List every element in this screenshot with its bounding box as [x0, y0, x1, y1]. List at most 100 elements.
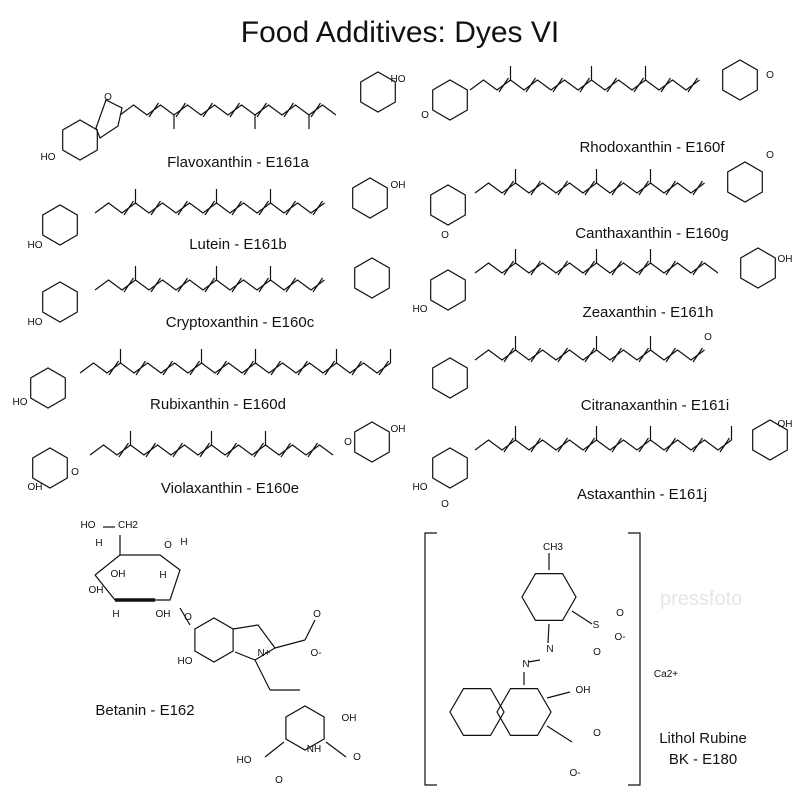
bond — [204, 200, 215, 216]
lithol-atom: N — [522, 659, 529, 670]
betanin-atom: HO — [81, 520, 96, 531]
atom-label: O — [441, 499, 449, 510]
betanin-atom: HO — [237, 755, 252, 766]
atom-label: O — [71, 467, 79, 478]
naphthalene-ring-2 — [496, 687, 552, 737]
ring — [62, 119, 98, 161]
bond — [310, 102, 321, 118]
bond — [177, 277, 188, 293]
ring — [740, 247, 776, 289]
lithol-atom: S — [593, 620, 600, 631]
bond — [231, 277, 242, 293]
bond — [324, 360, 335, 376]
rubixanthin-chain — [79, 362, 391, 374]
bond — [503, 437, 514, 453]
bond — [283, 102, 294, 118]
ring — [432, 79, 468, 121]
atom-label: O — [104, 92, 112, 103]
bond — [552, 77, 563, 93]
betanin-atom: O — [313, 609, 321, 620]
betanin-atom: OH — [342, 713, 357, 724]
bond — [687, 77, 698, 93]
bond — [280, 442, 291, 458]
label-betanin: Betanin - E162 — [95, 702, 194, 719]
atom-label: OH — [391, 424, 406, 435]
ring — [42, 204, 78, 246]
ring — [354, 421, 390, 463]
bond — [638, 260, 649, 276]
bond — [584, 260, 595, 276]
bond — [297, 360, 308, 376]
atom-label: OH — [778, 254, 793, 265]
betanin-atom: OH — [156, 609, 171, 620]
bond — [692, 260, 703, 276]
bond — [274, 639, 306, 649]
bond — [503, 260, 514, 276]
label-canthaxanthin: Canthaxanthin - E160g — [575, 225, 728, 242]
label-lutein: Lutein - E161b — [189, 236, 287, 253]
ring — [42, 281, 78, 323]
bond — [579, 77, 590, 93]
lithol-atom: Ca2+ — [654, 669, 678, 680]
atom-label: HO — [28, 240, 43, 251]
ring — [430, 184, 466, 226]
bond — [530, 260, 541, 276]
atom-label: O — [441, 230, 449, 241]
atom-label: HO — [413, 482, 428, 493]
ring — [432, 447, 468, 489]
lithol-atom: N — [546, 644, 553, 655]
bond — [118, 442, 129, 458]
bond — [530, 437, 541, 453]
bond — [557, 347, 568, 363]
bond — [692, 437, 703, 453]
ring — [727, 161, 763, 203]
betanin-atom: H — [159, 570, 166, 581]
bond — [256, 102, 267, 118]
bond — [304, 619, 316, 641]
flavoxanthin-chain — [119, 104, 337, 116]
page-title: Food Additives: Dyes VI — [241, 16, 560, 49]
bond — [665, 437, 676, 453]
bond — [175, 102, 186, 118]
bond — [145, 442, 156, 458]
label-lithol-rubine: Lithol Rubine — [659, 730, 747, 747]
bond — [606, 77, 617, 93]
bond — [307, 442, 318, 458]
bond — [378, 360, 389, 376]
betanin-atom: OH — [89, 585, 104, 596]
bond — [189, 360, 200, 376]
bond — [204, 277, 215, 293]
bond — [660, 77, 671, 93]
bond — [571, 610, 593, 625]
bond — [611, 437, 622, 453]
bond — [638, 437, 649, 453]
lithol-atom: CH3 — [543, 542, 563, 553]
bond — [503, 180, 514, 196]
bond — [226, 442, 237, 458]
atom-label: HO — [413, 304, 428, 315]
right-bracket — [628, 532, 641, 786]
bond — [270, 360, 281, 376]
bond — [665, 180, 676, 196]
atom-label: HO — [28, 317, 43, 328]
tetrahydropyridine-ring — [285, 705, 325, 751]
bond — [312, 277, 323, 293]
bond — [150, 200, 161, 216]
ring — [354, 257, 390, 299]
astaxanthin-chain — [474, 439, 732, 451]
betanin-atom: O — [164, 540, 172, 551]
atom-label: OH — [391, 180, 406, 191]
lithol-atom: O — [616, 608, 624, 619]
bond — [254, 659, 271, 691]
betanin-atom: O- — [310, 648, 321, 659]
watermark-layer: pressfoto — [660, 588, 742, 610]
bond — [611, 180, 622, 196]
bond — [216, 360, 227, 376]
bond — [172, 442, 183, 458]
betanin-atom: O — [353, 752, 361, 763]
atom-label: HO — [391, 74, 406, 85]
betanin-atom: OH — [111, 569, 126, 580]
bond — [546, 725, 573, 743]
atom-label: O — [766, 150, 774, 161]
bond — [123, 200, 134, 216]
